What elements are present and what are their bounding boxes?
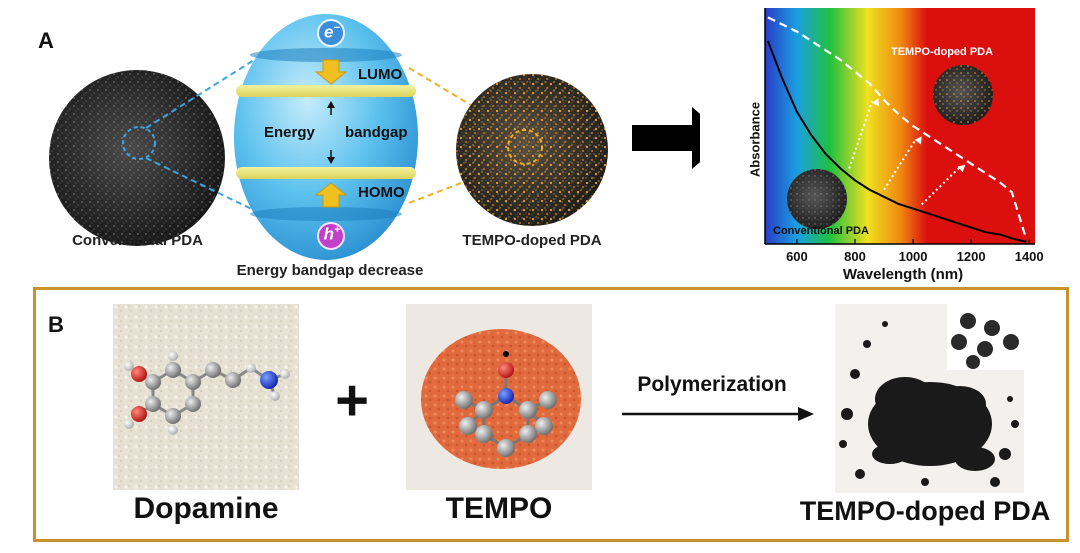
zoom-line-left-bottom <box>145 157 263 215</box>
polymerization-arrow-icon <box>622 407 814 421</box>
series-line-conventional <box>766 40 1027 243</box>
chart-tempo-label: TEMPO-doped PDA <box>891 46 994 58</box>
zoom-line-right-top <box>408 67 522 136</box>
zoom-line-left-top <box>145 54 263 129</box>
transfer-arrowhead-0 <box>872 98 880 107</box>
conventional-pda-particle-texture <box>787 169 847 229</box>
x-tick-label-600: 600 <box>786 249 808 264</box>
conventional-pda-caption: Conventional PDA <box>72 232 203 249</box>
series-line-tempo-doped <box>767 16 1028 240</box>
nanoparticle-inset-icon <box>951 313 1019 369</box>
chart-ylabel: Absorbance <box>747 101 763 178</box>
tempo-doped-pda-caption: TEMPO-doped PDA <box>462 232 602 249</box>
panel-b-label: B <box>48 312 64 337</box>
dopamine-photo <box>113 304 299 490</box>
polymerization-label: Polymerization <box>637 373 787 396</box>
tempo-doped-pda-photo <box>835 304 1024 493</box>
bandgap-decrease-caption: Energy bandgap decrease <box>236 262 424 279</box>
chart-xlabel: Wavelength (nm) <box>842 266 964 283</box>
transfer-arrow-0 <box>848 100 874 169</box>
product-label: TEMPO-doped PDA <box>799 496 1051 526</box>
conventional-pda-particle <box>49 70 225 246</box>
panel-a-label: A <box>38 28 54 53</box>
electron-label: e− <box>324 22 340 42</box>
hole-label: h+ <box>323 224 341 244</box>
plus-sign: + <box>335 368 369 433</box>
tempo-photo <box>406 304 592 490</box>
transfer-arrowhead-2 <box>957 164 966 173</box>
bandgap-label-line2: bandgap <box>345 124 408 141</box>
tempo-label: TEMPO <box>445 492 553 525</box>
chart-conventional-label: Conventional PDA <box>773 225 869 237</box>
absorbance-chart: 600 800 1000 1200 1400 Absorbance Wavelength… <box>735 0 1080 290</box>
lumo-label: LUMO <box>358 66 403 83</box>
x-tick-label-1400: 1400 <box>1015 249 1044 264</box>
transfer-arrowhead-1 <box>914 136 922 145</box>
x-tick-label-1200: 1200 <box>957 249 986 264</box>
bandgap-sphere <box>234 14 418 260</box>
big-arrow-icon <box>632 107 700 169</box>
panel-b-box <box>33 287 1069 542</box>
panel-a-diagram <box>49 14 700 260</box>
dopamine-label: Dopamine <box>133 492 279 525</box>
tempo-doped-pda-particle <box>456 74 608 226</box>
homo-label: HOMO <box>358 184 405 201</box>
x-tick-label-800: 800 <box>844 249 866 264</box>
bandgap-label-line1: Energy <box>264 124 315 141</box>
x-tick-label-1000: 1000 <box>899 249 928 264</box>
transfer-arrow-2 <box>921 166 961 206</box>
chart-svg: 600 800 1000 1200 1400 <box>764 8 1044 264</box>
tempo-pda-particle-dots <box>933 65 993 125</box>
